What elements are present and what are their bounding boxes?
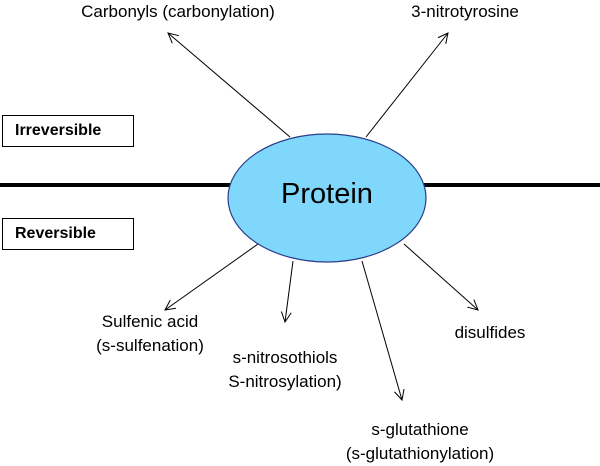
label-glutathione: s-glutathione (s-glutathionylation)	[330, 418, 510, 466]
irreversible-label: Irreversible	[15, 122, 102, 139]
arrow-glutathione	[361, 260, 402, 400]
label-line: (s-glutathionylation)	[345, 444, 495, 463]
label-sulfenic-acid: Sulfenic acid (s-sulfenation)	[70, 310, 230, 358]
label-line: 3-nitrotyrosine	[411, 2, 519, 21]
label-disulfides: disulfides	[440, 321, 540, 345]
label-line: S-nitrosylation)	[228, 372, 342, 391]
arrow-sulfenic	[165, 243, 259, 310]
arrow-nitrotyrosine	[365, 33, 448, 138]
label-line: (s-sulfenation)	[96, 336, 204, 355]
label-line: s-nitrosothiols	[232, 348, 338, 367]
arrow-disulfides	[403, 243, 478, 310]
reversible-box: Reversible	[2, 218, 134, 250]
protein-ellipse	[227, 133, 427, 263]
label-nitrotyrosine: 3-nitrotyrosine	[385, 0, 545, 24]
label-line: disulfides	[454, 323, 526, 342]
label-carbonyls: Carbonyls (carbonylation)	[78, 0, 278, 24]
protein-label: Protein	[281, 178, 373, 210]
label-line: Carbonyls (carbonylation)	[81, 2, 275, 21]
reversible-label: Reversible	[15, 225, 96, 242]
irreversible-box: Irreversible	[2, 115, 134, 147]
label-line: Sulfenic acid	[101, 312, 199, 331]
arrow-carbonyls	[168, 33, 291, 138]
label-line: s-glutathione	[371, 420, 469, 439]
arrow-nitrosothiols	[285, 260, 294, 322]
